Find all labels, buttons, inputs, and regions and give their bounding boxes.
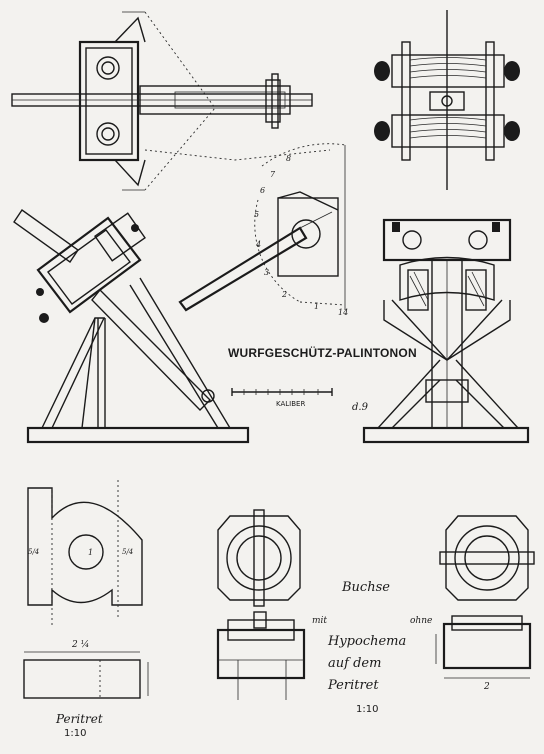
- center-mark: 1: [88, 548, 94, 557]
- plan-view-top: [11, 11, 331, 191]
- buchse-line3: auf dem: [328, 656, 382, 671]
- buchse-line4: Peritret: [328, 678, 379, 693]
- buchse-with-hypochema: [216, 509, 306, 700]
- peritret-detail: [23, 480, 149, 699]
- arc-number: 4: [256, 240, 262, 249]
- drawing-title: WURFGESCHÜTZ-PALINTONON: [228, 346, 417, 360]
- buchse-title: Buchse: [342, 580, 390, 595]
- arc-number: 8: [286, 154, 292, 163]
- buchse-scale: 1:10: [356, 704, 379, 715]
- scale-label: KALIBER: [276, 400, 306, 408]
- buchse-dimension: 2: [484, 682, 490, 692]
- arc-number: 14: [338, 308, 349, 317]
- arc-number: 7: [270, 170, 276, 179]
- buchse-mit: mit: [312, 616, 328, 626]
- arc-number: 2: [282, 290, 288, 299]
- scale-bar: [231, 388, 333, 396]
- right-mark: 5/4: [122, 548, 134, 556]
- arc-number: 6: [260, 186, 266, 195]
- side-elevation: [13, 209, 250, 444]
- spring-frame-top-view: [374, 10, 520, 190]
- buchse-without-hypochema: [435, 515, 535, 679]
- left-mark: 5/4: [28, 548, 40, 556]
- buchse-line2: Hypochema: [328, 634, 407, 649]
- signature: d.9: [352, 402, 368, 413]
- peritret-label: Peritret: [56, 712, 103, 726]
- arc-number: 1: [314, 302, 320, 311]
- peritret-scale: 1:10: [64, 728, 87, 739]
- elevation-arc: [178, 143, 346, 312]
- arc-number: 3: [264, 268, 270, 277]
- buchse-ohne: ohne: [410, 616, 433, 626]
- arc-number: 5: [254, 210, 260, 219]
- peritret-dimension: 2 ¼: [72, 640, 90, 650]
- front-elevation: [362, 218, 530, 444]
